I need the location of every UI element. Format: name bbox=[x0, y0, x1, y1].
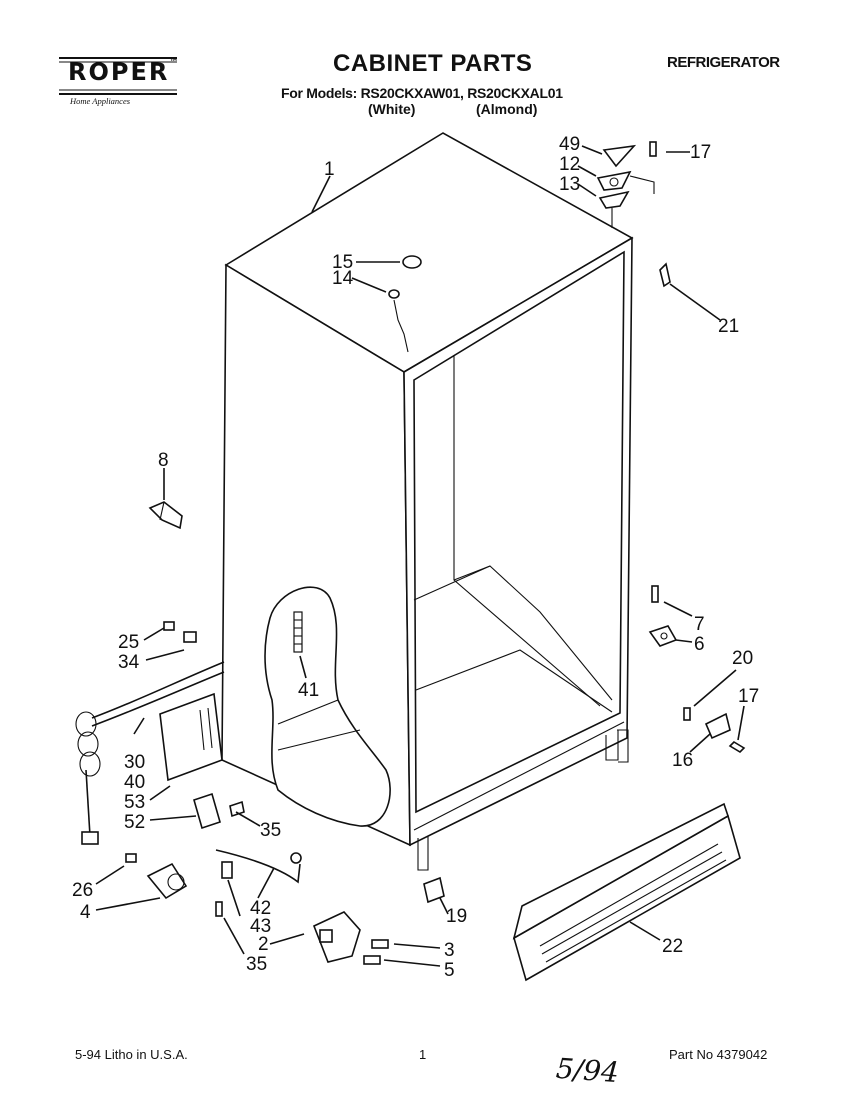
page-number: 1 bbox=[419, 1047, 427, 1062]
callout-52: 52 bbox=[124, 812, 145, 833]
part-number: Part No 4379042 bbox=[669, 1047, 768, 1062]
category-label: REFRIGERATOR bbox=[667, 54, 780, 71]
hinge-part-6 bbox=[648, 585, 678, 647]
brand-name: ROPER™ bbox=[68, 58, 181, 86]
callout-43: 43 bbox=[250, 916, 271, 937]
callout-20: 20 bbox=[732, 648, 753, 669]
callout-22: 22 bbox=[662, 936, 683, 957]
variant-white: (White) bbox=[368, 101, 416, 117]
tube-part-42 bbox=[215, 849, 302, 917]
callout-7: 7 bbox=[694, 614, 705, 635]
spring-part-41 bbox=[293, 611, 303, 653]
callout-41: 41 bbox=[298, 680, 319, 701]
models-line: For Models: RS20CKXAW01, RS20CKXAL01 bbox=[281, 85, 563, 101]
callout-6: 6 bbox=[694, 634, 705, 655]
leveler-part-2 bbox=[312, 911, 389, 965]
callout-labels: 1 49 12 13 17 15 14 21 8 7 6 25 34 41 20… bbox=[72, 134, 759, 981]
callout-4: 4 bbox=[80, 902, 91, 923]
callout-34: 34 bbox=[118, 652, 140, 673]
callout-42: 42 bbox=[250, 898, 271, 919]
power-cord-assembly bbox=[75, 621, 245, 845]
leader-lines bbox=[95, 145, 745, 967]
callout-35-lower: 35 bbox=[246, 954, 267, 975]
hinge-part-16 bbox=[683, 707, 746, 754]
callout-8: 8 bbox=[158, 450, 169, 471]
callout-17-top: 17 bbox=[690, 142, 711, 163]
callout-17-right: 17 bbox=[738, 686, 759, 707]
callout-15: 15 bbox=[332, 252, 353, 273]
callout-49: 49 bbox=[559, 134, 580, 155]
brand-subtitle: Home Appliances bbox=[70, 96, 131, 106]
top-hinge-assembly bbox=[596, 141, 690, 228]
callout-1: 1 bbox=[324, 159, 335, 180]
handwritten-note: 5/94 bbox=[554, 1051, 620, 1090]
litho-note: 5-94 Litho in U.S.A. bbox=[75, 1047, 188, 1062]
variant-almond: (Almond) bbox=[476, 101, 538, 117]
callout-12: 12 bbox=[559, 154, 580, 175]
cabinet-body bbox=[221, 132, 634, 871]
callout-14: 14 bbox=[332, 268, 354, 289]
callout-53: 53 bbox=[124, 792, 145, 813]
bolt-part-8 bbox=[148, 501, 183, 530]
callout-19: 19 bbox=[446, 906, 467, 927]
callout-3: 3 bbox=[444, 940, 455, 961]
roper-logo bbox=[59, 57, 177, 95]
callout-16: 16 bbox=[672, 750, 693, 771]
callout-35-upper: 35 bbox=[260, 820, 281, 841]
callout-30: 30 bbox=[124, 752, 145, 773]
callout-13: 13 bbox=[559, 174, 580, 195]
callout-21: 21 bbox=[718, 316, 739, 337]
callout-25: 25 bbox=[118, 632, 139, 653]
callout-5: 5 bbox=[444, 960, 455, 981]
callout-40: 40 bbox=[124, 772, 145, 793]
callout-2: 2 bbox=[258, 934, 269, 955]
toe-grille-22 bbox=[512, 802, 741, 982]
page-title: CABINET PARTS bbox=[333, 50, 533, 77]
roller-part-4 bbox=[125, 853, 188, 900]
callout-26: 26 bbox=[72, 880, 93, 901]
